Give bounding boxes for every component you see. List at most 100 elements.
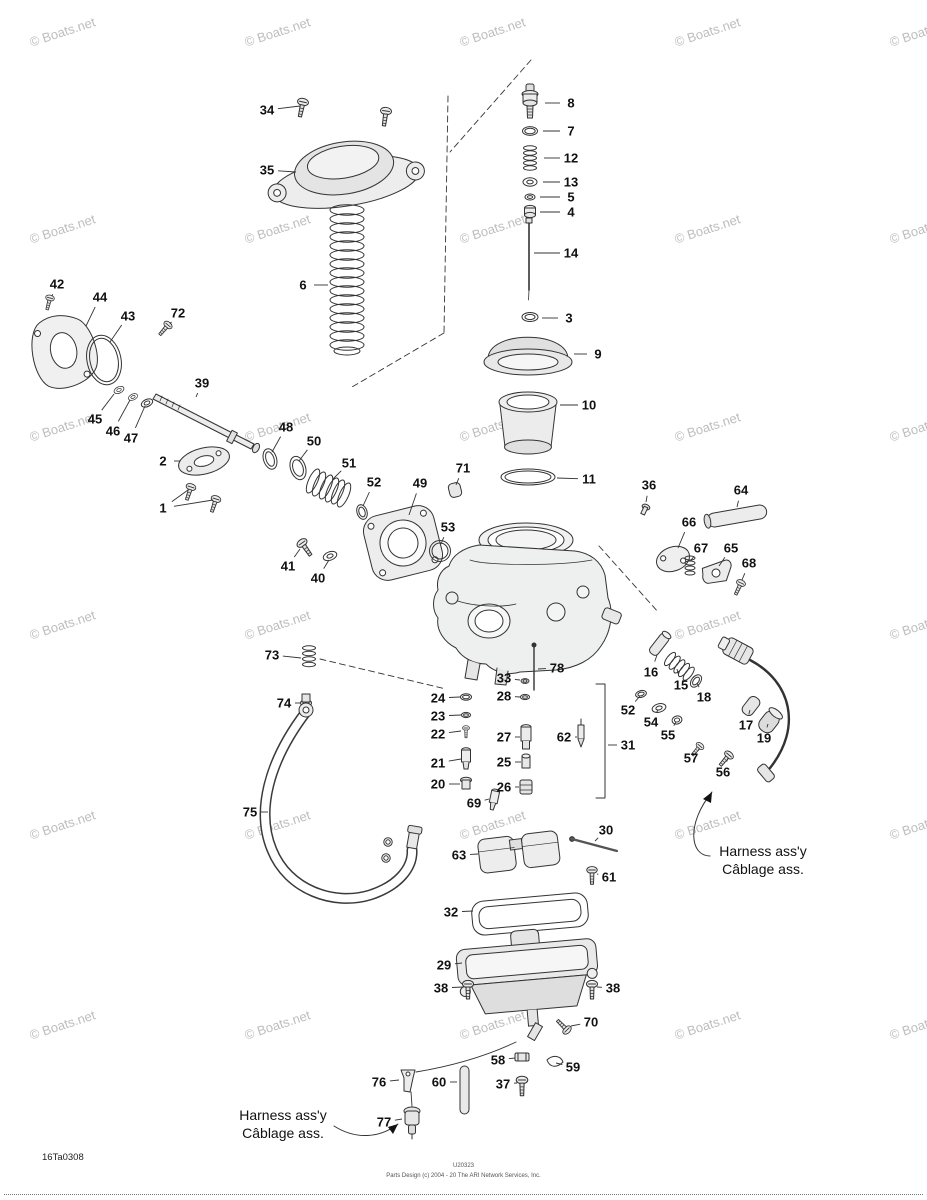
part-53-oring <box>429 540 451 562</box>
callout-4[interactable]: 4 <box>567 205 575 220</box>
callout-55[interactable]: 55 <box>661 728 675 743</box>
leader-line-59 <box>555 1062 563 1065</box>
callout-11[interactable]: 11 <box>582 472 596 487</box>
callout-65[interactable]: 65 <box>724 541 738 556</box>
callout-54[interactable]: 54 <box>644 715 659 730</box>
callout-8[interactable]: 8 <box>567 96 574 111</box>
callout-22[interactable]: 22 <box>431 727 445 742</box>
leader-line-16 <box>654 654 658 662</box>
callout-13[interactable]: 13 <box>564 175 578 190</box>
callout-24[interactable]: 24 <box>431 691 446 706</box>
callout-2[interactable]: 2 <box>159 454 166 469</box>
callout-42[interactable]: 42 <box>50 277 64 292</box>
callout-38[interactable]: 38 <box>606 981 620 996</box>
callout-6[interactable]: 6 <box>299 278 306 293</box>
callout-35[interactable]: 35 <box>260 163 274 178</box>
leader-line-38 <box>451 986 464 988</box>
callout-43[interactable]: 43 <box>121 309 135 324</box>
callout-25[interactable]: 25 <box>497 755 511 770</box>
callout-21[interactable]: 21 <box>431 756 445 771</box>
callout-57[interactable]: 57 <box>684 751 698 766</box>
callout-31[interactable]: 31 <box>621 738 635 753</box>
callout-34[interactable]: 34 <box>260 103 275 118</box>
callout-32[interactable]: 32 <box>444 905 458 920</box>
callout-62[interactable]: 62 <box>557 730 571 745</box>
callout-16[interactable]: 16 <box>644 665 658 680</box>
callout-39[interactable]: 39 <box>195 376 209 391</box>
callout-56[interactable]: 56 <box>716 765 730 780</box>
leader-line-71 <box>455 478 460 486</box>
callout-23[interactable]: 23 <box>431 709 445 724</box>
callout-75[interactable]: 75 <box>243 805 257 820</box>
callout-3[interactable]: 3 <box>565 311 572 326</box>
callout-1[interactable]: 1 <box>159 501 166 516</box>
callout-64[interactable]: 64 <box>734 483 749 498</box>
harness-right-line2: Câblage ass. <box>722 861 804 878</box>
callout-37[interactable]: 37 <box>496 1077 510 1092</box>
tps-wire <box>748 658 791 770</box>
callout-73[interactable]: 73 <box>265 648 279 663</box>
callout-69[interactable]: 69 <box>467 796 481 811</box>
callout-52[interactable]: 52 <box>621 703 635 718</box>
leader-line-11 <box>556 477 579 480</box>
callout-71[interactable]: 71 <box>456 461 470 476</box>
callout-33[interactable]: 33 <box>497 671 511 686</box>
footer-micro-line1: U20323 <box>452 1163 475 1169</box>
callout-68[interactable]: 68 <box>742 556 756 571</box>
leader-line-34 <box>277 105 301 110</box>
callout-67[interactable]: 67 <box>694 541 708 556</box>
callout-28[interactable]: 28 <box>497 689 511 704</box>
callout-52[interactable]: 52 <box>367 475 381 490</box>
callout-76[interactable]: 76 <box>372 1075 386 1090</box>
callout-70[interactable]: 70 <box>584 1015 598 1030</box>
callout-46[interactable]: 46 <box>106 424 120 439</box>
callout-74[interactable]: 74 <box>277 696 292 711</box>
callout-66[interactable]: 66 <box>682 515 696 530</box>
callout-30[interactable]: 30 <box>599 823 613 838</box>
callout-29[interactable]: 29 <box>437 958 451 973</box>
callout-27[interactable]: 27 <box>497 730 511 745</box>
callout-14[interactable]: 14 <box>564 246 579 261</box>
leader-line-56 <box>726 757 729 762</box>
callout-20[interactable]: 20 <box>431 777 445 792</box>
callout-53[interactable]: 53 <box>441 520 455 535</box>
callout-78[interactable]: 78 <box>550 661 564 676</box>
callout-36[interactable]: 36 <box>642 478 656 493</box>
callout-44[interactable]: 44 <box>93 290 108 305</box>
callout-17[interactable]: 17 <box>739 718 753 733</box>
callout-63[interactable]: 63 <box>452 848 466 863</box>
callout-60[interactable]: 60 <box>432 1075 446 1090</box>
part-47-ring <box>140 398 154 408</box>
callout-9[interactable]: 9 <box>594 347 601 362</box>
leader-line-53 <box>440 537 445 545</box>
callout-10[interactable]: 10 <box>582 398 596 413</box>
callout-18[interactable]: 18 <box>697 690 711 705</box>
callout-40[interactable]: 40 <box>311 571 325 586</box>
harness-bottom-line2: Câblage ass. <box>242 1125 324 1142</box>
callout-5[interactable]: 5 <box>567 190 574 205</box>
leader-line-15 <box>676 668 679 675</box>
callout-26[interactable]: 26 <box>497 780 511 795</box>
callout-49[interactable]: 49 <box>413 476 427 491</box>
part-43-gasket <box>86 334 122 386</box>
callout-38[interactable]: 38 <box>434 981 448 996</box>
callout-47[interactable]: 47 <box>124 431 138 446</box>
callout-19[interactable]: 19 <box>757 731 771 746</box>
callout-12[interactable]: 12 <box>564 151 578 166</box>
callout-48[interactable]: 48 <box>279 420 293 435</box>
callout-50[interactable]: 50 <box>307 434 321 449</box>
callout-59[interactable]: 59 <box>566 1060 580 1075</box>
callout-51[interactable]: 51 <box>342 456 356 471</box>
callout-61[interactable]: 61 <box>602 870 616 885</box>
part-52-ring-lower <box>635 689 647 699</box>
leader-line-49 <box>408 493 417 516</box>
callout-72[interactable]: 72 <box>171 306 185 321</box>
callout-7[interactable]: 7 <box>567 124 574 139</box>
leader-line-21 <box>448 758 462 762</box>
part-24-oring <box>460 693 472 701</box>
callout-58[interactable]: 58 <box>491 1053 505 1068</box>
callout-77[interactable]: 77 <box>377 1115 391 1130</box>
callout-15[interactable]: 15 <box>674 678 688 693</box>
callout-45[interactable]: 45 <box>88 412 102 427</box>
callout-41[interactable]: 41 <box>281 559 295 574</box>
